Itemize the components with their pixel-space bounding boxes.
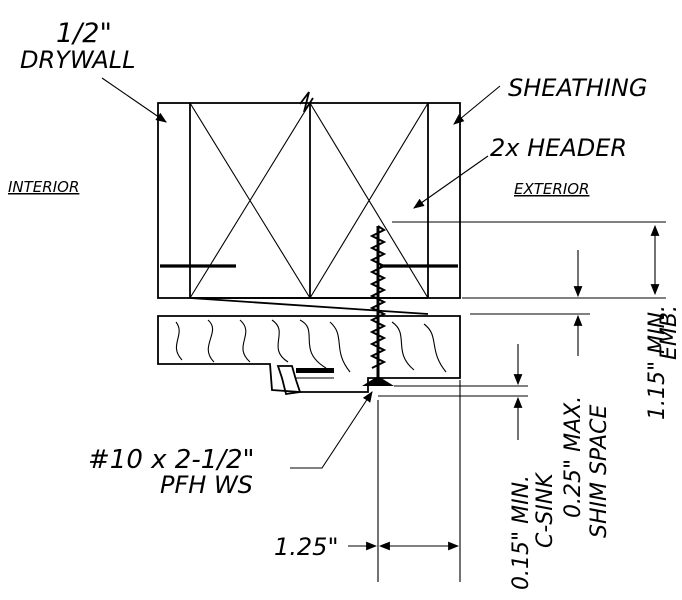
screw-leader bbox=[290, 391, 373, 469]
drywall-leader bbox=[101, 77, 167, 123]
extension-lines bbox=[377, 221, 666, 582]
sheathing-leader bbox=[453, 85, 501, 125]
drywall-label: DRYWALL bbox=[20, 46, 136, 74]
screw-type-label: PFH WS bbox=[160, 471, 253, 499]
grain-line bbox=[391, 321, 415, 371]
grain-line bbox=[175, 321, 183, 361]
grain-line bbox=[329, 321, 351, 373]
screw-threads bbox=[369, 225, 387, 369]
grain-line bbox=[239, 319, 251, 363]
exterior-label: EXTERIOR bbox=[514, 180, 589, 198]
clip-insert bbox=[296, 368, 334, 373]
dimension-lines bbox=[348, 224, 660, 551]
embed-dim-label: 1.15" MIN. bbox=[645, 305, 670, 420]
grain-line bbox=[299, 319, 327, 369]
clip-detail bbox=[276, 365, 302, 396]
header-leader bbox=[413, 155, 489, 209]
frame-outline bbox=[157, 315, 461, 393]
screw-spec-label: #10 x 2-1/2" bbox=[88, 445, 255, 475]
header-label: 2x HEADER bbox=[490, 134, 627, 162]
screw bbox=[362, 225, 394, 386]
grain-line bbox=[271, 319, 289, 363]
window-frame bbox=[157, 315, 461, 396]
shim-space-label: SHIM SPACE bbox=[587, 404, 612, 538]
header-outline bbox=[157, 102, 461, 299]
leaders bbox=[101, 77, 501, 469]
interior-label: INTERIOR bbox=[8, 178, 79, 196]
csink-label: C-SINK bbox=[533, 472, 558, 548]
shim-dim-label: 0.25" MAX. bbox=[561, 396, 586, 518]
text-labels: 1/2" DRYWALL SHEATHING 2x HEADER INTERIO… bbox=[8, 18, 682, 590]
sheathing-label: SHEATHING bbox=[508, 74, 647, 102]
grain-line bbox=[207, 319, 215, 363]
shim-wedge bbox=[189, 297, 429, 315]
drywall-size-label: 1/2" bbox=[56, 18, 112, 49]
lumber-x-right bbox=[309, 102, 429, 299]
embed-label: EMB. bbox=[657, 305, 682, 360]
grain-line bbox=[423, 323, 447, 373]
dim-125-label: 1.25" bbox=[274, 533, 338, 561]
lumber-x-left bbox=[189, 102, 311, 299]
screw-head bbox=[362, 376, 394, 386]
header-assembly bbox=[157, 91, 461, 299]
csink-dim-label: 0.15" MIN. bbox=[509, 475, 534, 590]
